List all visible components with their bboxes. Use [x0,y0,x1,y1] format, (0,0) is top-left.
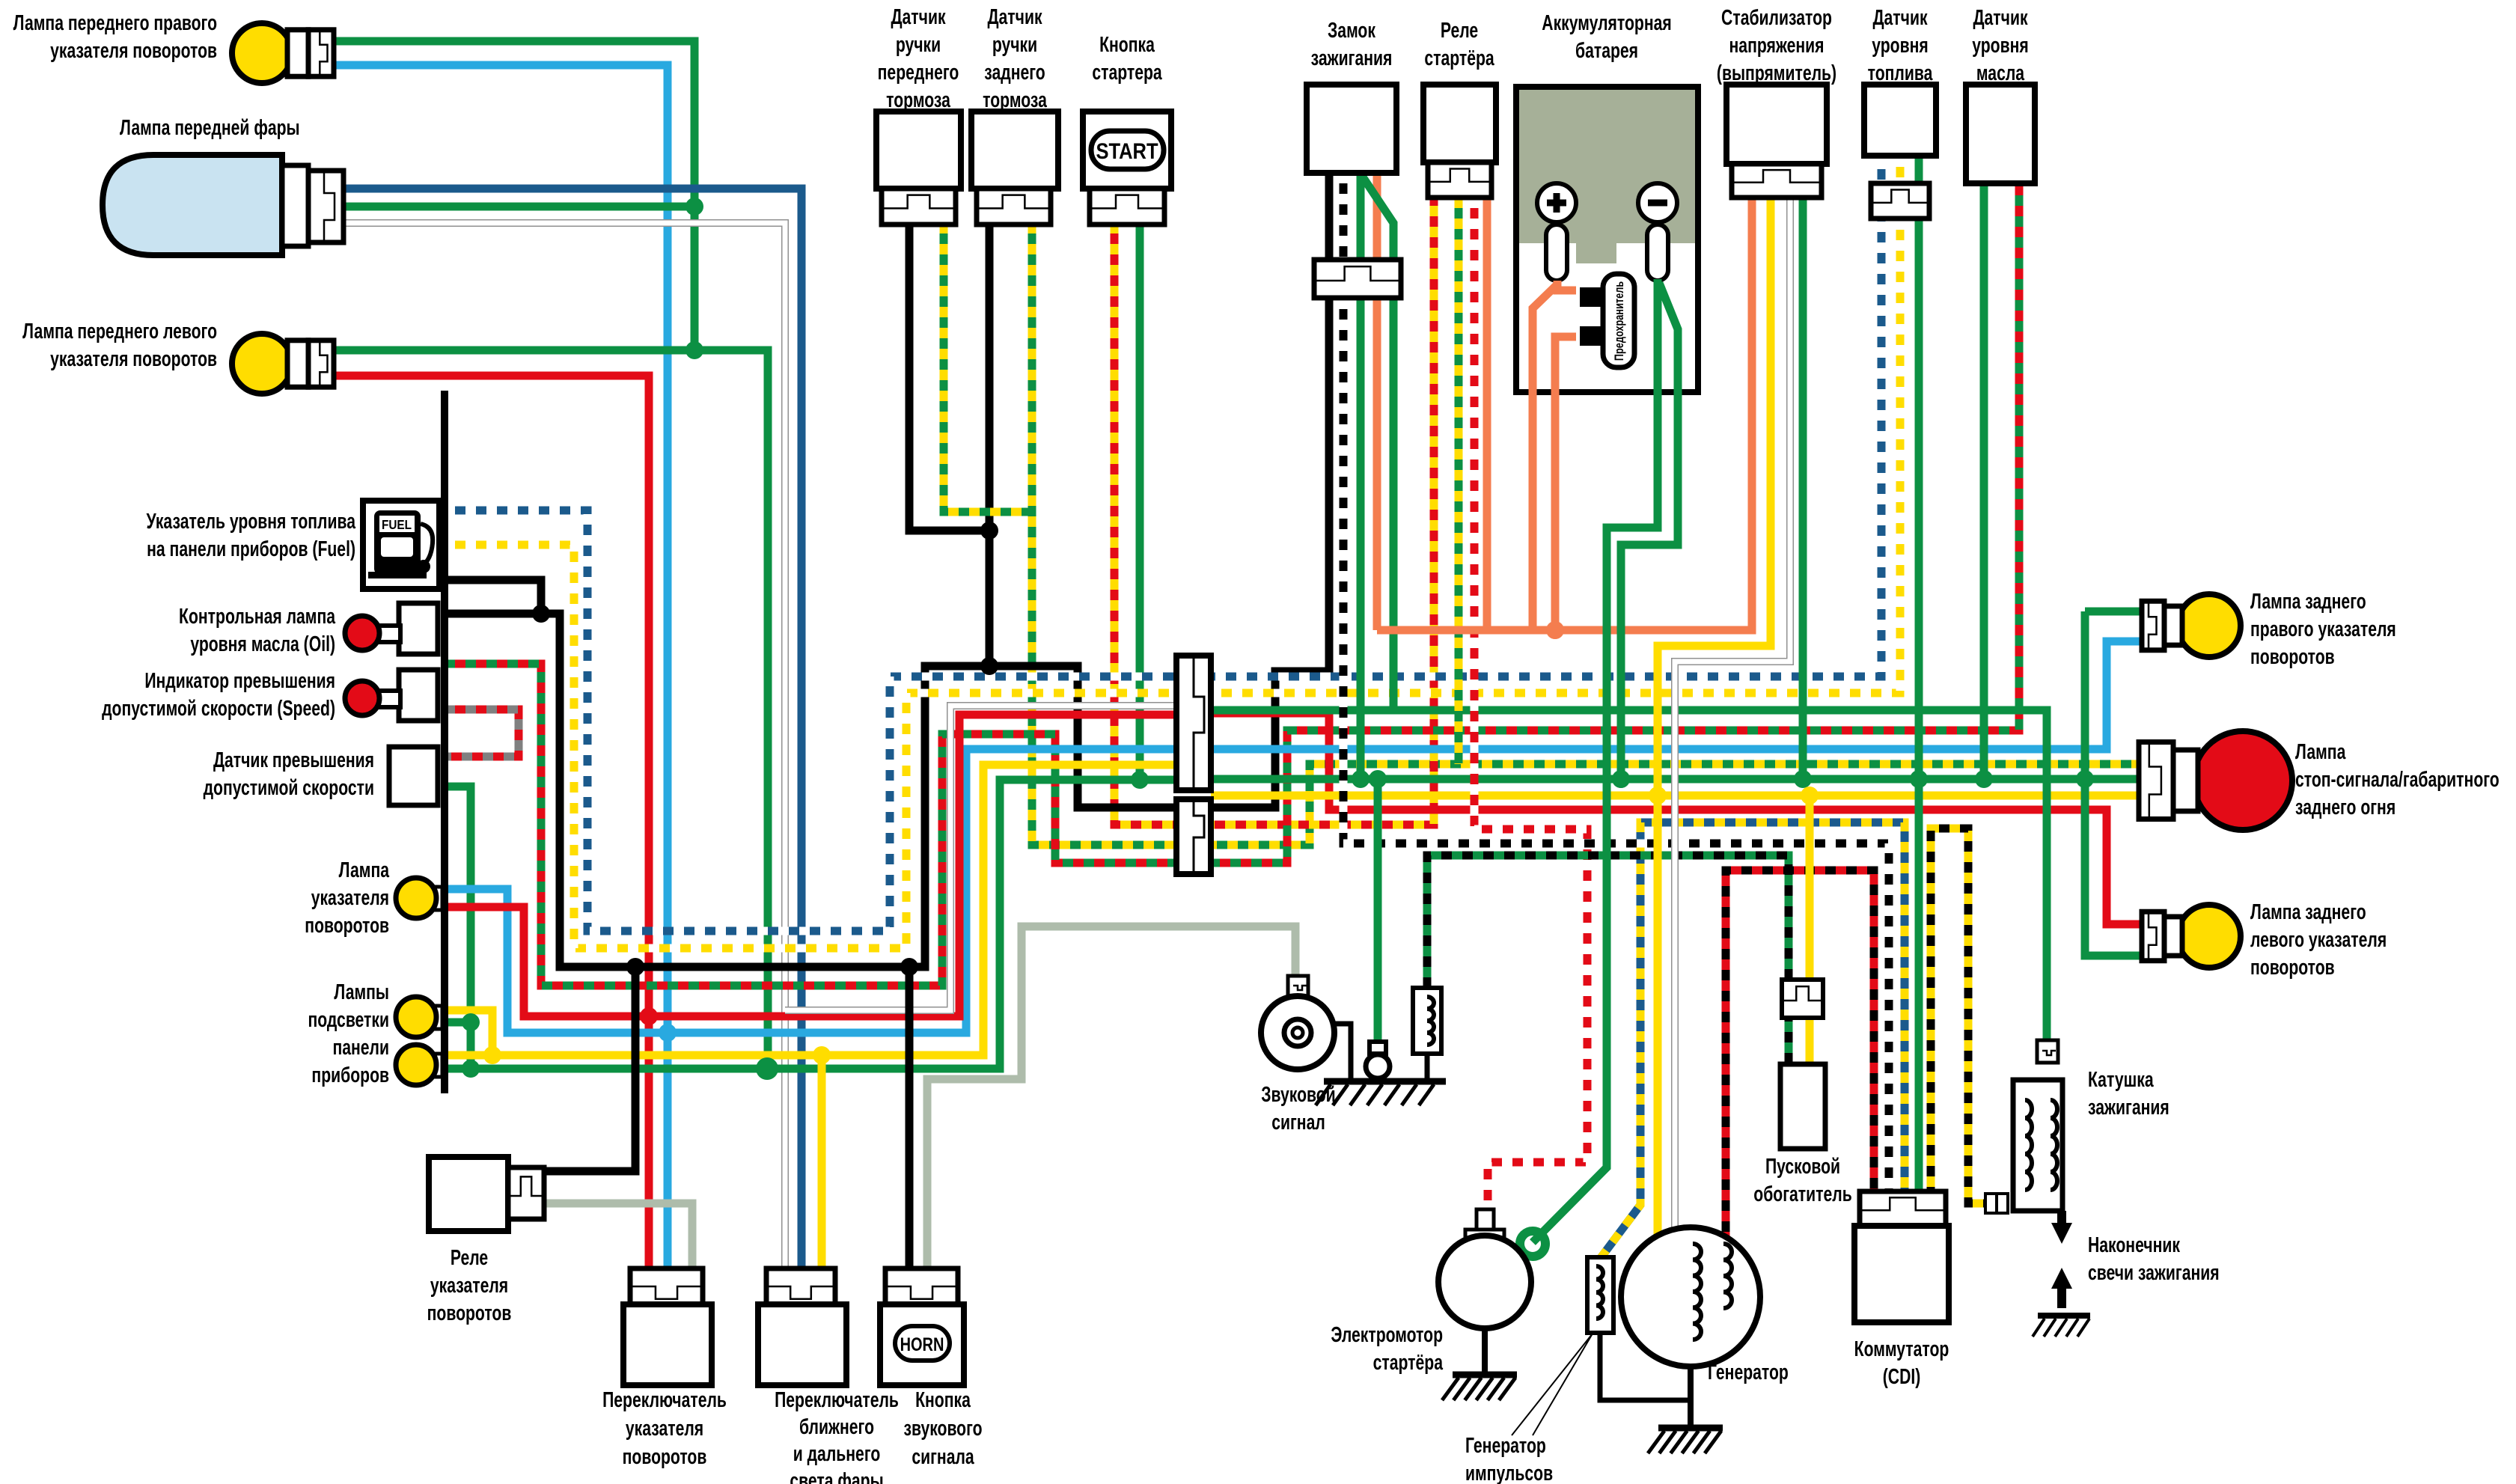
svg-text:(выпрямитель): (выпрямитель) [1717,61,1836,85]
svg-text:HORN: HORN [900,1334,944,1355]
svg-text:напряжения: напряжения [1729,34,1825,58]
svg-text:уровня масла (Oil): уровня масла (Oil) [190,632,335,656]
svg-text:ручки: ручки [992,33,1037,57]
svg-text:левого указателя: левого указателя [2250,928,2387,952]
svg-text:ручки: ручки [896,33,941,57]
svg-text:Индикатор превышения: Индикатор превышения [144,669,335,693]
svg-text:START: START [1096,138,1158,163]
svg-text:уровня: уровня [1972,34,2028,58]
svg-text:подсветки: подсветки [308,1008,389,1032]
svg-text:Звуковой: Звуковой [1261,1083,1335,1107]
svg-text:допустимой скорости (Speed): допустимой скорости (Speed) [102,697,335,721]
svg-text:Переключатель: Переключатель [602,1388,727,1412]
svg-text:звукового: звукового [903,1417,982,1441]
svg-text:стартера: стартера [1092,61,1162,85]
svg-text:Стабилизатор: Стабилизатор [1721,6,1832,30]
svg-text:указателя поворотов: указателя поворотов [50,39,217,63]
svg-text:батарея: батарея [1575,39,1638,63]
svg-text:Лампа переднего правого: Лампа переднего правого [13,11,217,35]
svg-text:поворотов: поворотов [427,1301,512,1325]
svg-text:сигнал: сигнал [1271,1111,1325,1135]
svg-text:Лампа: Лампа [2295,740,2346,764]
svg-text:Лампа передней фары: Лампа передней фары [120,116,300,140]
svg-text:поворотов: поворотов [2250,956,2335,980]
svg-text:Аккумуляторная: Аккумуляторная [1542,11,1671,35]
svg-text:Переключатель: Переключатель [775,1388,899,1412]
svg-text:заднего: заднего [984,61,1045,85]
svg-text:свечи зажигания: свечи зажигания [2088,1261,2220,1285]
svg-text:поворотов: поворотов [2250,645,2335,669]
svg-text:Катушка: Катушка [2088,1068,2154,1092]
svg-text:тормоза: тормоза [886,88,950,112]
svg-text:сигнала: сигнала [912,1445,974,1469]
svg-text:(CDI): (CDI) [1883,1365,1921,1389]
svg-text:допустимой скорости: допустимой скорости [204,776,374,800]
svg-text:Лампы: Лампы [334,980,389,1004]
svg-text:на панели приборов (Fuel): на панели приборов (Fuel) [147,537,355,561]
svg-text:масла: масла [1976,61,2025,85]
svg-text:Датчик превышения: Датчик превышения [213,748,374,772]
svg-text:заднего огня: заднего огня [2295,796,2396,819]
svg-text:Лампа: Лампа [339,858,390,882]
svg-text:Лампа заднего: Лампа заднего [2250,590,2366,614]
svg-text:Лампа заднего: Лампа заднего [2250,900,2366,924]
svg-text:и дальнего: и дальнего [793,1442,881,1466]
svg-text:зажигания: зажигания [1311,46,1393,70]
svg-text:Электромотор: Электромотор [1331,1323,1443,1347]
svg-text:Кнопка: Кнопка [915,1388,971,1412]
svg-text:указателя: указателя [311,886,389,910]
svg-text:тормоза: тормоза [983,88,1047,112]
svg-text:Контрольная лампа: Контрольная лампа [179,605,336,629]
svg-text:FUEL: FUEL [382,517,412,532]
svg-text:Предохранитель: Предохранитель [1612,281,1626,361]
svg-text:поворотов: поворотов [623,1445,707,1469]
svg-text:уровня: уровня [1872,34,1928,58]
svg-text:Датчик: Датчик [1872,6,1927,30]
svg-text:Датчик: Датчик [1973,6,2027,30]
svg-text:Реле: Реле [1441,19,1478,43]
svg-text:указателя: указателя [430,1274,508,1298]
svg-text:Генератор: Генератор [1708,1361,1789,1384]
svg-text:стартёра: стартёра [1373,1351,1444,1375]
svg-text:Реле: Реле [451,1246,488,1270]
svg-text:топлива: топлива [1868,61,1933,85]
svg-text:Кнопка: Кнопка [1099,33,1155,57]
svg-text:Замок: Замок [1328,19,1375,43]
svg-text:ближнего: ближнего [799,1415,874,1439]
svg-text:Генератор: Генератор [1465,1434,1546,1458]
svg-text:поворотов: поворотов [305,914,389,938]
svg-text:панели: панели [332,1036,389,1060]
svg-text:Датчик: Датчик [891,5,945,29]
svg-text:указателя поворотов: указателя поворотов [50,347,217,371]
svg-text:стоп-сигнала/габаритного: стоп-сигнала/габаритного [2295,768,2500,792]
svg-text:импульсов: импульсов [1465,1462,1553,1484]
svg-text:зажигания: зажигания [2088,1096,2170,1120]
svg-text:Датчик: Датчик [987,5,1042,29]
svg-text:приборов: приборов [311,1063,389,1087]
svg-text:Указатель уровня топлива: Указатель уровня топлива [146,510,355,534]
svg-text:стартёра: стартёра [1424,46,1494,70]
svg-text:переднего: переднего [878,61,959,85]
svg-text:Лампа переднего левого: Лампа переднего левого [22,320,217,343]
svg-text:Пусковой: Пусковой [1765,1155,1840,1179]
svg-text:Коммутатор: Коммутатор [1854,1337,1949,1361]
svg-text:указателя: указателя [626,1417,703,1441]
svg-text:Наконечник: Наконечник [2088,1233,2180,1257]
svg-text:света фары: света фары [790,1469,883,1484]
svg-text:правого указателя: правого указателя [2250,617,2396,641]
svg-text:обогатитель: обогатитель [1753,1182,1851,1206]
